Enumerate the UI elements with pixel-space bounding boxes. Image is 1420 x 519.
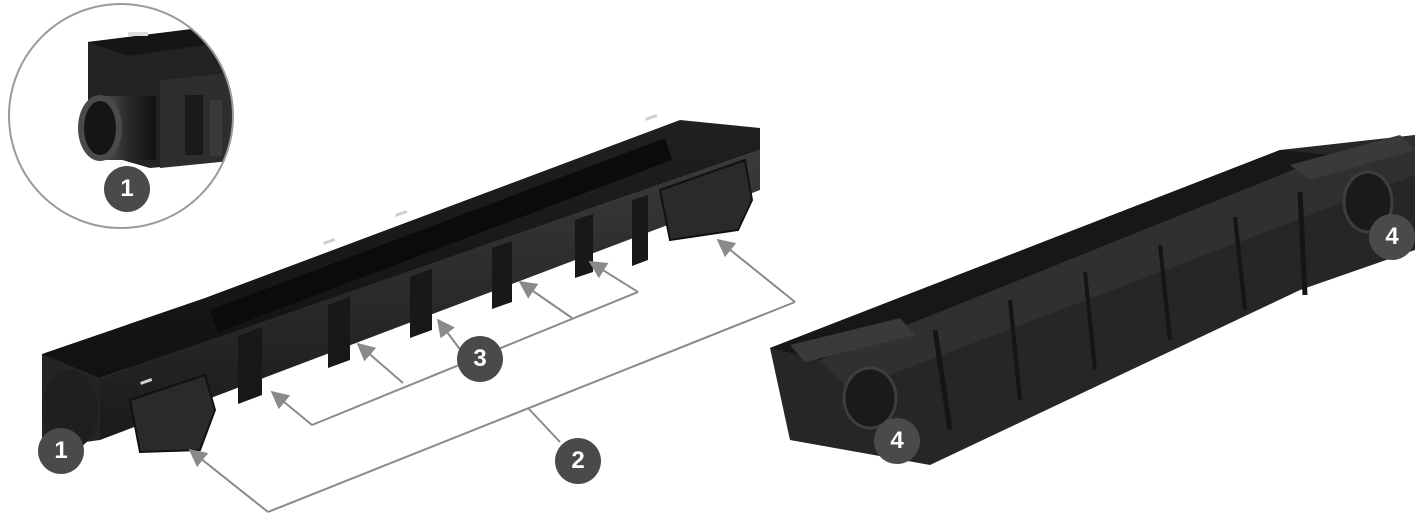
callout-inset: 1 — [104, 166, 150, 212]
callout-connection-points: 2 — [555, 438, 601, 484]
inset-closeup — [8, 3, 234, 229]
drain-channel-illustration-icon — [42, 114, 760, 454]
callout-ribs: 3 — [457, 336, 503, 382]
callout-end-cap-left: 1 — [38, 428, 84, 474]
callout-outlet-left: 4 — [874, 418, 920, 464]
outlet-pipe-closeup-icon — [78, 28, 233, 168]
modular-channel-illustration-icon — [770, 135, 1415, 465]
callout-outlet-right: 4 — [1369, 214, 1415, 260]
